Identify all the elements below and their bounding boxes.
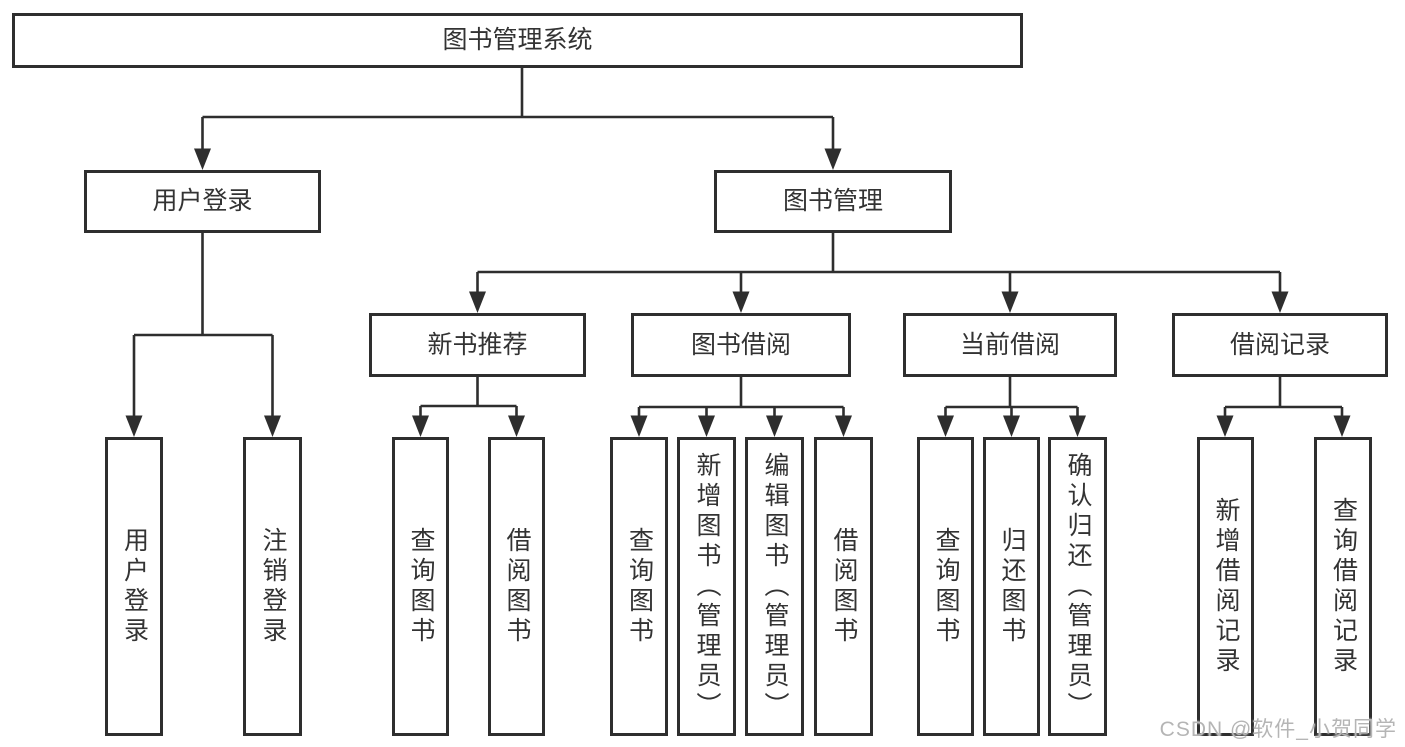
- node-label: 用户登录: [152, 187, 253, 215]
- node-label: 图书管理系统: [442, 26, 593, 54]
- node-label: 注销登录: [259, 526, 287, 647]
- leaf-confirm-return-admin: 确认归还（管理员）: [1048, 437, 1107, 736]
- leaf-add-borrow-record: 新增借阅记录: [1197, 437, 1254, 736]
- edge-user-login-split: [132, 233, 274, 418]
- edge-current-borrow-split: [944, 377, 1079, 418]
- node-label: 确认归还（管理员）: [1064, 451, 1092, 722]
- arrow-icon: [1333, 415, 1351, 437]
- edge-root-split: [201, 68, 835, 150]
- leaf-query-books-borrow: 查询图书: [610, 437, 668, 736]
- branch-book-management: 图书管理: [714, 170, 952, 233]
- arrow-icon: [1271, 291, 1289, 313]
- node-label: 查询图书: [407, 526, 435, 647]
- node-label: 编辑图书（管理员）: [761, 451, 789, 722]
- leaf-query-books-current: 查询图书: [917, 437, 974, 736]
- node-label: 查询图书: [625, 526, 654, 647]
- leaf-logout: 注销登录: [243, 437, 302, 736]
- arrow-icon: [125, 415, 143, 437]
- arrow-icon: [412, 415, 429, 437]
- arrow-icon: [1216, 415, 1234, 437]
- node-label: 图书管理: [782, 187, 883, 215]
- arrow-icon: [937, 415, 954, 437]
- edge-book-borrow-split: [637, 377, 845, 418]
- node-label: 归还图书: [998, 526, 1026, 647]
- node-label: 借阅记录: [1229, 330, 1330, 359]
- branch-new-book-recommend: 新书推荐: [369, 313, 586, 377]
- node-label: 借阅图书: [830, 526, 858, 647]
- arrow-icon: [732, 291, 750, 313]
- arrow-icon: [469, 291, 486, 313]
- node-label: 借阅图书: [503, 526, 531, 647]
- arrow-icon: [630, 415, 648, 437]
- leaf-query-borrow-record: 查询借阅记录: [1314, 437, 1372, 736]
- edge-new-book-split: [419, 377, 518, 418]
- branch-borrow-records: 借阅记录: [1172, 313, 1388, 377]
- branch-current-borrowing: 当前借阅: [903, 313, 1117, 377]
- branch-user-login: 用户登录: [84, 170, 321, 233]
- leaf-query-books-recommend: 查询图书: [392, 437, 449, 736]
- node-label: 新书推荐: [427, 330, 528, 359]
- node-label: 新增图书（管理员）: [693, 451, 721, 722]
- arrow-icon: [508, 415, 525, 437]
- node-label: 图书借阅: [690, 330, 791, 359]
- leaf-edit-book-admin: 编辑图书（管理员）: [745, 437, 804, 736]
- arrow-icon: [1003, 415, 1020, 437]
- branch-book-borrowing: 图书借阅: [631, 313, 851, 377]
- arrow-icon: [1069, 415, 1086, 437]
- leaf-borrow-books-borrow: 借阅图书: [814, 437, 873, 736]
- arrow-icon: [698, 415, 715, 437]
- arrow-icon: [1001, 291, 1019, 313]
- edge-book-mgmt-split: [476, 233, 1282, 294]
- arrow-icon: [824, 148, 842, 170]
- node-label: 查询图书: [932, 526, 960, 647]
- leaf-user-login: 用户登录: [105, 437, 163, 736]
- node-label: 用户登录: [120, 526, 149, 647]
- edge-borrow-records-split: [1223, 377, 1344, 418]
- arrowheads: [125, 148, 1351, 437]
- node-root-system: 图书管理系统: [12, 13, 1023, 68]
- node-label: 新增借阅记录: [1212, 496, 1240, 677]
- arrow-icon: [264, 415, 281, 437]
- watermark: CSDN @软件_小贺同学: [1159, 718, 1397, 741]
- leaf-return-book: 归还图书: [983, 437, 1040, 736]
- arrow-icon: [766, 415, 783, 437]
- arrow-icon: [194, 148, 211, 170]
- leaf-borrow-books-recommend: 借阅图书: [488, 437, 545, 736]
- leaf-add-book-admin: 新增图书（管理员）: [677, 437, 736, 736]
- node-label: 查询借阅记录: [1329, 496, 1358, 677]
- arrow-icon: [835, 415, 852, 437]
- node-label: 当前借阅: [959, 330, 1060, 359]
